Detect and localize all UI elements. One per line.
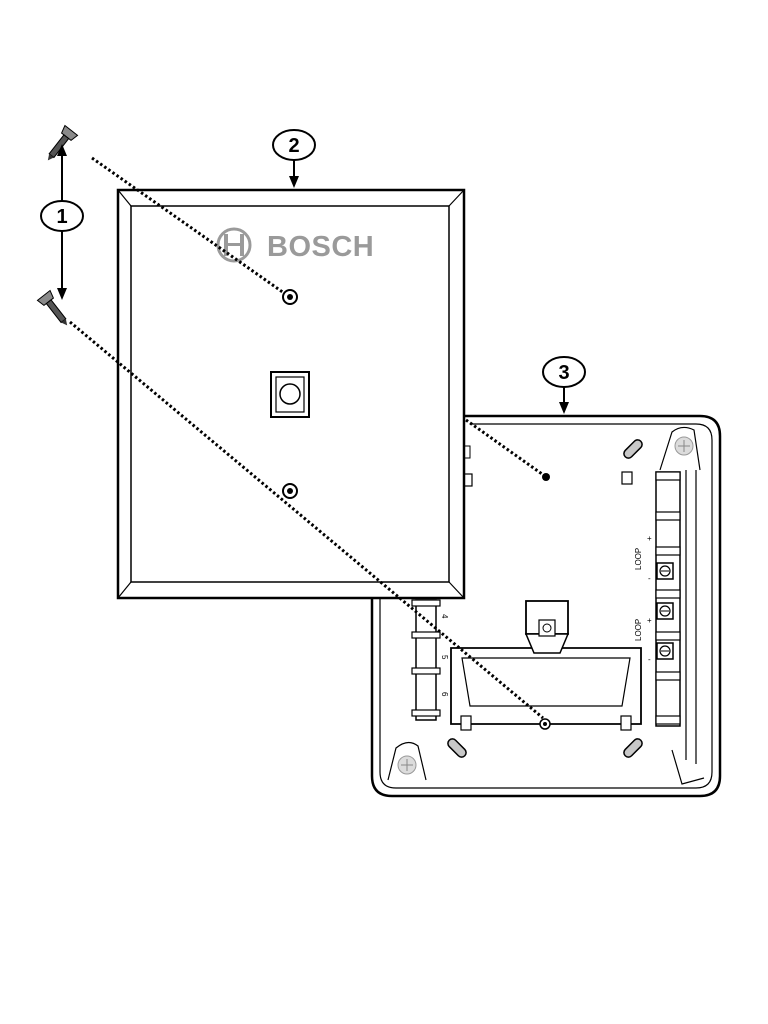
mounting-slot bbox=[623, 738, 643, 758]
plus-label-lower: + bbox=[647, 616, 652, 625]
callout-1: 1 bbox=[40, 144, 84, 300]
terminal-4-label: 4 bbox=[440, 614, 449, 619]
mounting-slot bbox=[623, 439, 643, 459]
screw-lower bbox=[36, 289, 68, 326]
terminal-5-label: 5 bbox=[440, 655, 449, 660]
left-terminal-strip bbox=[411, 599, 441, 721]
corner-bracket bbox=[671, 749, 705, 785]
callout-2-label: 2 bbox=[288, 135, 299, 157]
plus-label-upper: + bbox=[647, 534, 652, 543]
callout-3: 3 bbox=[542, 356, 586, 414]
bosch-logo: BOSCH bbox=[216, 227, 374, 263]
svg-text:LOOP: LOOP bbox=[634, 548, 643, 570]
center-opening bbox=[270, 371, 310, 418]
center-connector bbox=[524, 600, 570, 654]
mounting-hole bbox=[542, 473, 550, 481]
terminal-screw bbox=[656, 602, 674, 620]
mounting-slot bbox=[447, 738, 467, 758]
assembly-line-backbox bbox=[465, 418, 543, 476]
callout-3-label: 3 bbox=[558, 362, 569, 384]
right-terminal-strip bbox=[655, 464, 697, 764]
loop-label-lower: LOOP bbox=[634, 619, 643, 641]
callout-1-label: 1 bbox=[56, 206, 67, 228]
terminal-6-label: 6 bbox=[440, 692, 449, 697]
screw-hole-lower bbox=[282, 483, 298, 499]
assembly-line-upper bbox=[91, 156, 285, 295]
screw-hole-upper bbox=[282, 289, 298, 305]
corner-screw-post bbox=[659, 426, 701, 471]
svg-text:5: 5 bbox=[440, 655, 449, 660]
svg-text:LOOP: LOOP bbox=[634, 619, 643, 641]
terminal-screw bbox=[656, 562, 674, 580]
screw-upper bbox=[47, 124, 79, 161]
connector-tray bbox=[450, 647, 642, 731]
svg-text:6: 6 bbox=[440, 692, 449, 697]
svg-text:4: 4 bbox=[440, 614, 449, 619]
minus-label-upper: - bbox=[648, 574, 651, 583]
minus-label-lower: - bbox=[648, 655, 651, 664]
loop-label-upper: LOOP bbox=[634, 548, 643, 570]
corner-screw-post bbox=[387, 741, 427, 781]
latch-tab bbox=[621, 471, 633, 485]
brand-name: BOSCH bbox=[267, 231, 374, 263]
terminal-screw bbox=[656, 642, 674, 660]
callout-2: 2 bbox=[272, 129, 316, 188]
cover-plate: BOSCH bbox=[116, 188, 466, 600]
